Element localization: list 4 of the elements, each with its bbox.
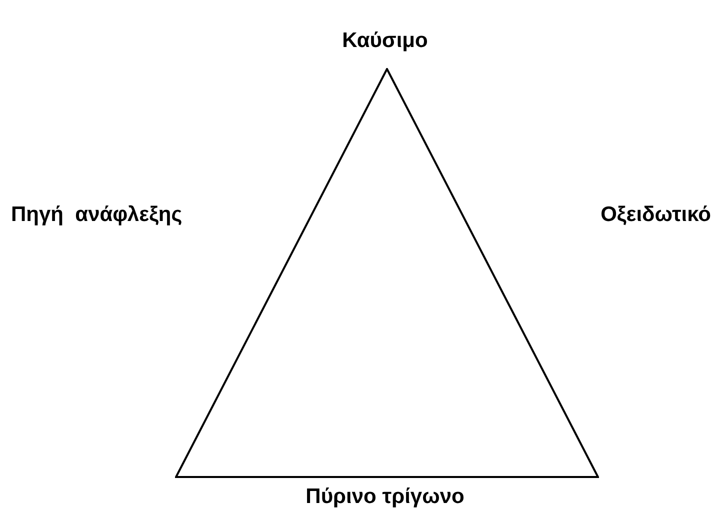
- vertex-label: Οξειδωτικό: [600, 202, 711, 228]
- vertex-label: Καύσιμο: [342, 28, 428, 54]
- vertex-label: Πηγή ανάφλεξης: [11, 202, 182, 228]
- diagram-caption: Πύρινο τρίγωνο: [306, 484, 464, 510]
